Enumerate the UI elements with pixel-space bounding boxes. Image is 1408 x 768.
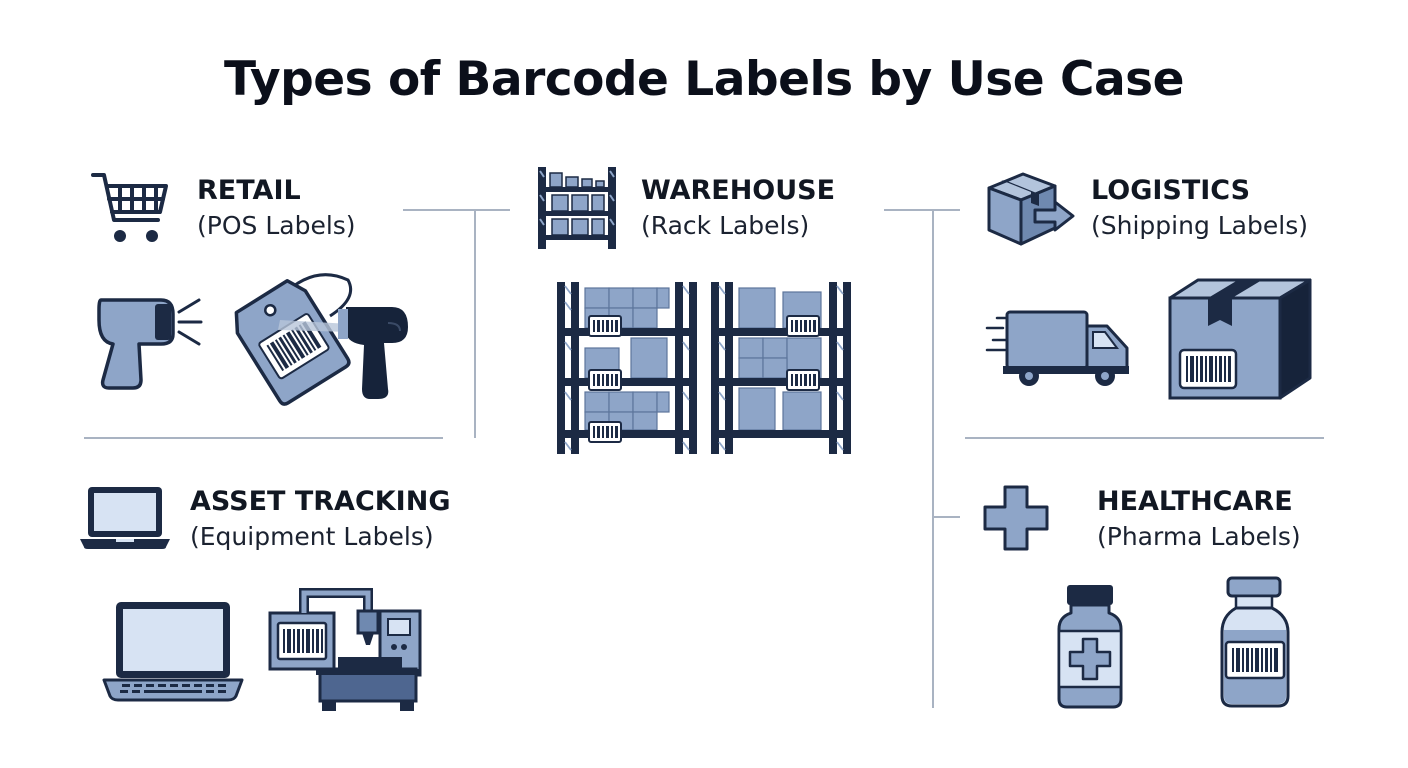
section-subtitle-retail: (POS Labels) xyxy=(197,211,356,240)
medical-cross-icon xyxy=(983,485,1049,551)
section-title-logistics: LOGISTICS xyxy=(1091,175,1251,206)
laptop-icon xyxy=(80,487,170,549)
shipping-box-icon xyxy=(1168,278,1312,400)
page-title: Types of Barcode Labels by Use Case xyxy=(223,52,1185,107)
section-title-retail: RETAIL xyxy=(197,175,301,206)
section-title-asset-tracking: ASSET TRACKING xyxy=(190,486,451,517)
shelving-rack-icon xyxy=(538,167,616,249)
section-subtitle-asset-tracking: (Equipment Labels) xyxy=(190,522,434,551)
pallet-rack-icon xyxy=(711,282,851,454)
section-subtitle-warehouse: (Rack Labels) xyxy=(641,211,810,240)
handheld-scanner-icon xyxy=(338,307,408,399)
pallet-rack-icon xyxy=(557,282,697,454)
section-subtitle-logistics: (Shipping Labels) xyxy=(1091,211,1308,240)
section-title-healthcare: HEALTHCARE xyxy=(1097,486,1293,517)
section-subtitle-healthcare: (Pharma Labels) xyxy=(1097,522,1301,551)
medicine-bottle-icon xyxy=(1057,585,1123,709)
barcode-scanner-icon xyxy=(97,298,203,390)
shopping-cart-icon xyxy=(91,173,168,242)
shipping-box-arrow-icon xyxy=(987,172,1075,246)
laptop-icon xyxy=(102,602,244,702)
vial-icon xyxy=(1220,576,1290,708)
price-tag-icon xyxy=(234,273,353,406)
industrial-machine-icon xyxy=(268,588,422,711)
delivery-truck-icon xyxy=(985,310,1129,386)
section-title-warehouse: WAREHOUSE xyxy=(641,175,836,206)
